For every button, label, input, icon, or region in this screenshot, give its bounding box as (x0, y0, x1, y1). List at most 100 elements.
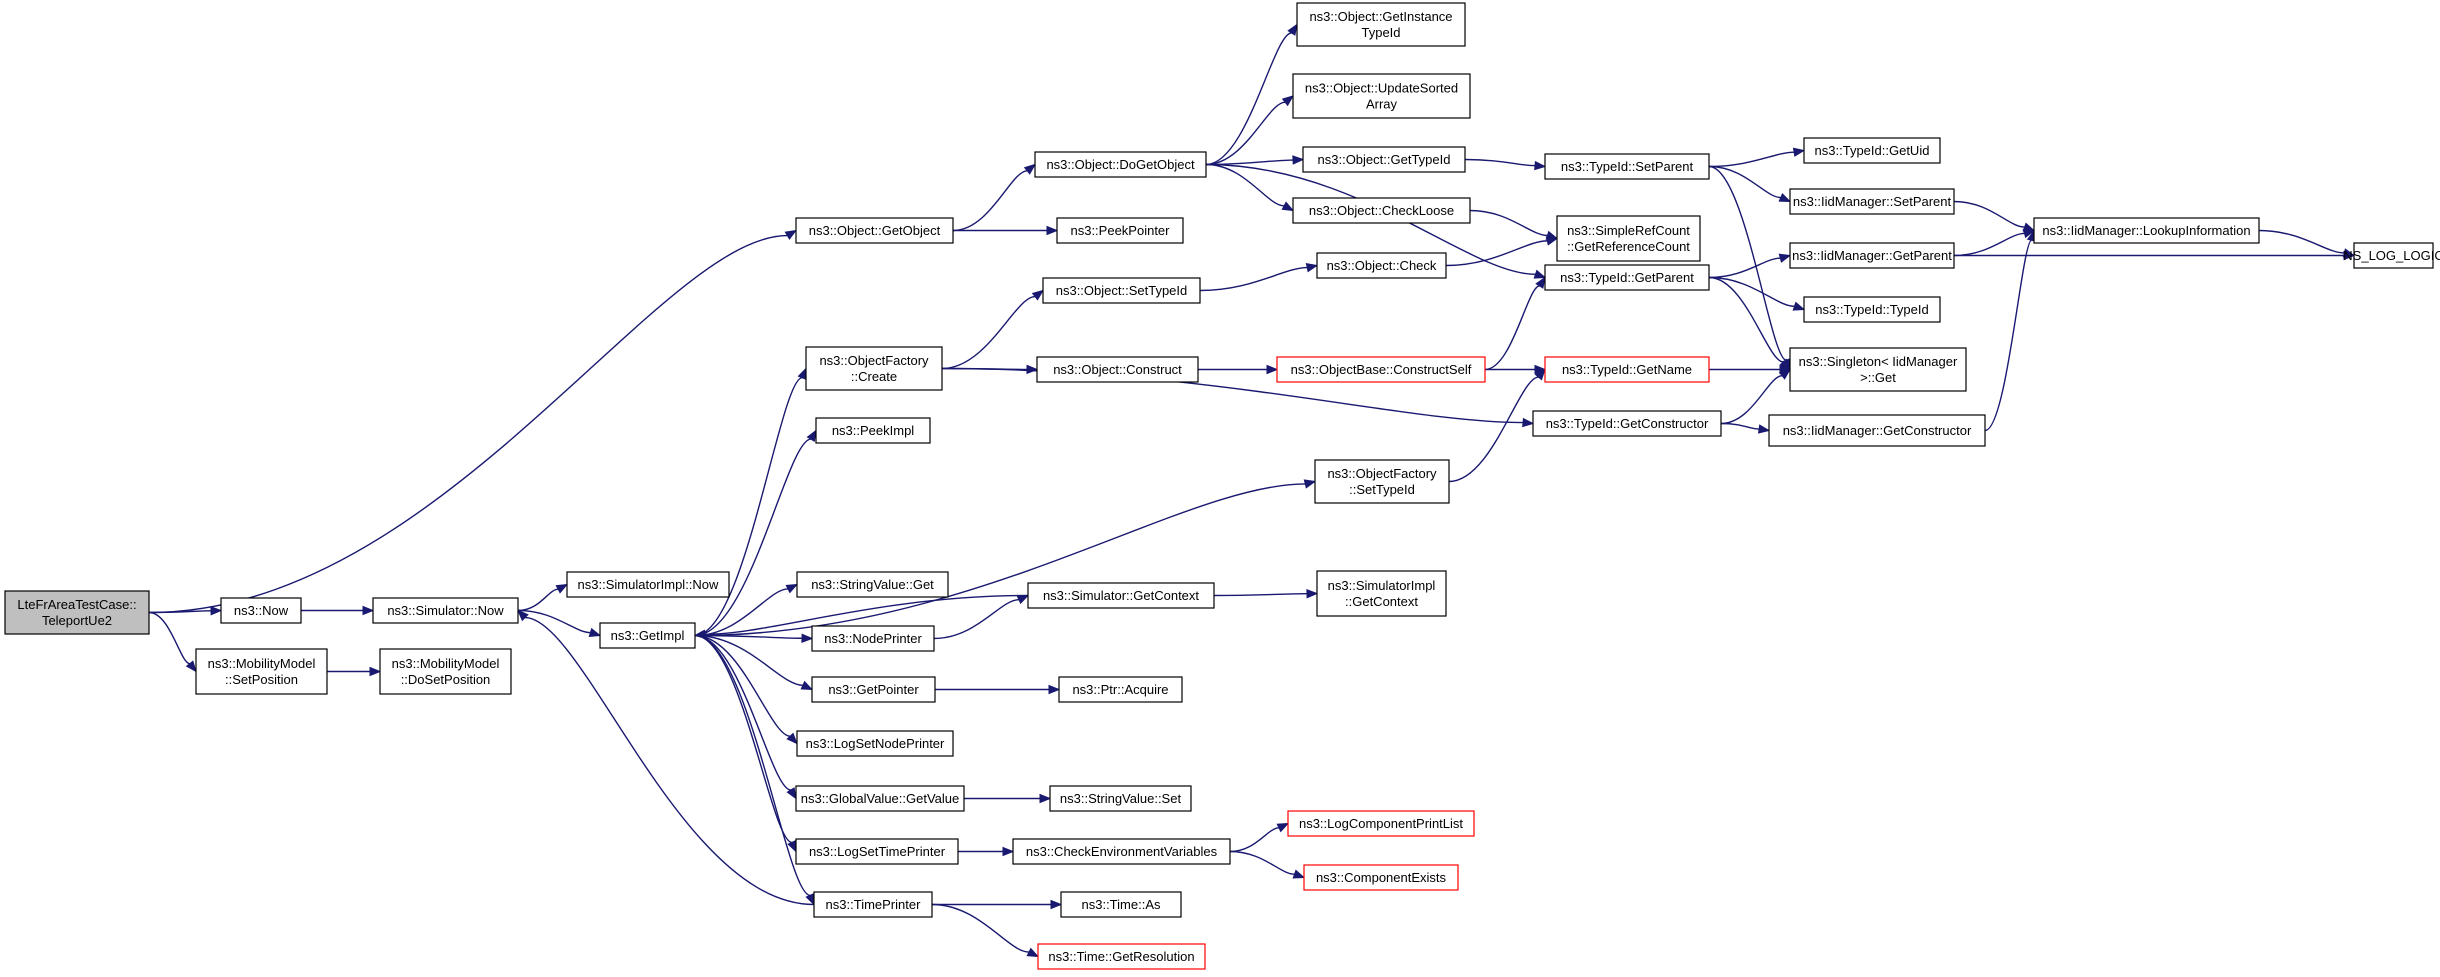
node-box (1556, 215, 1701, 262)
node-box (1544, 356, 1710, 383)
node-objectfactory-create[interactable]: ns3::ObjectFactory::Create (805, 346, 943, 391)
node-componentexists[interactable]: ns3::ComponentExists (1303, 864, 1459, 891)
node-simulator-getcontext[interactable]: ns3::Simulator::GetContext (1027, 582, 1215, 609)
node-box (1314, 459, 1450, 504)
node-box (1037, 943, 1206, 970)
node-box (1302, 146, 1466, 173)
node-box (195, 648, 328, 695)
node-iidmanager-getconstructor[interactable]: ns3::IidManager::GetConstructor (1768, 414, 1986, 447)
node-label: ns3::Now (234, 603, 289, 618)
arrowhead (1792, 301, 1806, 311)
node-timeprinter[interactable]: ns3::TimePrinter (813, 891, 933, 918)
node-peekimpl[interactable]: ns3::PeekImpl (815, 417, 931, 444)
node-object-gettypeid[interactable]: ns3::Object::GetTypeId (1302, 146, 1466, 173)
node-label: ns3::Object::UpdateSorted (1305, 81, 1458, 96)
node-box (1532, 410, 1722, 437)
node-getpointer[interactable]: ns3::GetPointer (811, 676, 936, 703)
node-label: ::Create (851, 369, 897, 384)
node-time-getresolution[interactable]: ns3::Time::GetResolution (1037, 943, 1206, 970)
node-stringvalue-set[interactable]: ns3::StringValue::Set (1049, 785, 1192, 812)
node-box (813, 891, 933, 918)
node-box (796, 571, 949, 598)
node-typeid-typeid[interactable]: ns3::TypeId::TypeId (1803, 296, 1941, 323)
node-objectfactory-settypeid[interactable]: ns3::ObjectFactory::SetTypeId (1314, 459, 1450, 504)
node-logcomponentprintlist[interactable]: ns3::LogComponentPrintList (1287, 810, 1475, 837)
node-now[interactable]: ns3::Now (220, 597, 302, 624)
node-iidmanager-setparent[interactable]: ns3::IidManager::SetParent (1789, 188, 1955, 215)
node-object-check[interactable]: ns3::Object::Check (1316, 252, 1447, 279)
node-objectbase-constructself[interactable]: ns3::ObjectBase::ConstructSelf (1276, 356, 1486, 383)
node-box (1316, 570, 1447, 617)
node-label: ns3::IidManager::LookupInformation (2042, 223, 2250, 238)
node-label: ns3::Object::DoGetObject (1046, 157, 1195, 172)
node-iidmanager-getparent[interactable]: ns3::IidManager::GetParent (1789, 242, 1955, 269)
arrowhead (1778, 192, 1792, 203)
node-simulatorimpl-now[interactable]: ns3::SimulatorImpl::Now (566, 571, 730, 598)
node-getimpl[interactable]: ns3::GetImpl (599, 622, 696, 649)
arrowhead (1023, 163, 1037, 175)
node-box (1292, 73, 1471, 119)
edge-object_gettypeid-to-typeid_setparent (1464, 158, 1536, 167)
node-logsetnodeprinter[interactable]: ns3::LogSetNodePrinter (796, 730, 954, 757)
edges (148, 23, 2356, 958)
node-ns-log-logic[interactable]: NS_LOG_LOGIC (2343, 242, 2440, 269)
node-label: ns3::Object::GetInstance (1309, 9, 1452, 24)
node-label: ns3::Singleton< IidManager (1799, 354, 1958, 369)
node-box (1012, 838, 1231, 865)
arrowhead (1545, 236, 1559, 246)
node-typeid-getparent[interactable]: ns3::TypeId::GetParent (1544, 264, 1710, 291)
arrowhead (588, 627, 602, 637)
node-label: ns3::Object::SetTypeId (1056, 283, 1188, 298)
node-singleton-get[interactable]: ns3::Singleton< IidManager >::Get (1789, 347, 1967, 392)
node-box (1803, 137, 1941, 164)
node-typeid-getname[interactable]: ns3::TypeId::GetName (1544, 356, 1710, 383)
node-label: ns3::StringValue::Set (1060, 791, 1182, 806)
node-object-dogetobject[interactable]: ns3::Object::DoGetObject (1034, 151, 1207, 178)
node-stringvalue-get[interactable]: ns3::StringValue::Get (796, 571, 949, 598)
arrowhead (555, 583, 569, 594)
edge-getimpl-to-objectfactory_create (694, 377, 803, 637)
node-typeid-getconstructor[interactable]: ns3::TypeId::GetConstructor (1532, 410, 1722, 437)
node-iidmanager-lookupinformation[interactable]: ns3::IidManager::LookupInformation (2033, 217, 2260, 244)
node-label: ns3::LogComponentPrintList (1299, 816, 1463, 831)
arrowhead (1281, 95, 1295, 107)
node-globalvalue-getvalue[interactable]: ns3::GlobalValue::GetValue (795, 785, 965, 812)
node-label: ns3::ObjectFactory (819, 353, 929, 368)
arrowhead (1533, 269, 1547, 279)
node-logsettimeprinter[interactable]: ns3::LogSetTimePrinter (795, 838, 959, 865)
node-object-construct[interactable]: ns3::Object::Construct (1036, 356, 1199, 383)
node-label: ns3::SimulatorImpl (1328, 578, 1436, 593)
edge-object_check-to-simplerefcount (1445, 240, 1548, 267)
node-label: NS_LOG_LOGIC (2343, 248, 2440, 263)
node-label: ::SetTypeId (1349, 482, 1415, 497)
node-peekpointer[interactable]: ns3::PeekPointer (1056, 217, 1184, 244)
node-label: ns3::PeekPointer (1070, 223, 1170, 238)
node-simplerefcount[interactable]: ns3::SimpleRefCount::GetReferenceCount (1556, 215, 1701, 262)
node-label: >::Get (1860, 370, 1896, 385)
node-typeid-getuid[interactable]: ns3::TypeId::GetUid (1803, 137, 1941, 164)
node-checkenvironmentvariables[interactable]: ns3::CheckEnvironmentVariables (1012, 838, 1231, 865)
node-root[interactable]: LteFrAreaTestCase::TeleportUe2 (4, 590, 150, 635)
node-mobility-setposition[interactable]: ns3::MobilityModel::SetPosition (195, 648, 328, 695)
node-label: ns3::Object::CheckLoose (1309, 203, 1454, 218)
node-label: ns3::PeekImpl (832, 423, 914, 438)
node-object-checkloose[interactable]: ns3::Object::CheckLoose (1292, 197, 1471, 224)
node-nodeprinter[interactable]: ns3::NodePrinter (811, 625, 935, 652)
node-box (566, 571, 730, 598)
node-object-getobject[interactable]: ns3::Object::GetObject (795, 217, 954, 244)
node-simulatorimpl-getcontext[interactable]: ns3::SimulatorImpl::GetContext (1316, 570, 1447, 617)
arrowhead (1535, 276, 1546, 289)
node-typeid-setparent[interactable]: ns3::TypeId::SetParent (1544, 153, 1710, 180)
edge-object_dogetobject-to-object_checkloose (1205, 163, 1285, 207)
node-ptr-acquire[interactable]: ns3::Ptr::Acquire (1058, 676, 1183, 703)
node-label: TypeId (1361, 25, 1400, 40)
node-time-as[interactable]: ns3::Time::As (1060, 891, 1182, 918)
node-object-settypeid[interactable]: ns3::Object::SetTypeId (1042, 277, 1201, 304)
node-simulator-now[interactable]: ns3::Simulator::Now (372, 597, 519, 624)
node-box (811, 676, 936, 703)
edge-getimpl-to-logsetnodeprinter (694, 634, 791, 737)
arrowhead (1522, 417, 1535, 428)
node-mobility-dosetposition[interactable]: ns3::MobilityModel::DoSetPosition (379, 648, 512, 695)
